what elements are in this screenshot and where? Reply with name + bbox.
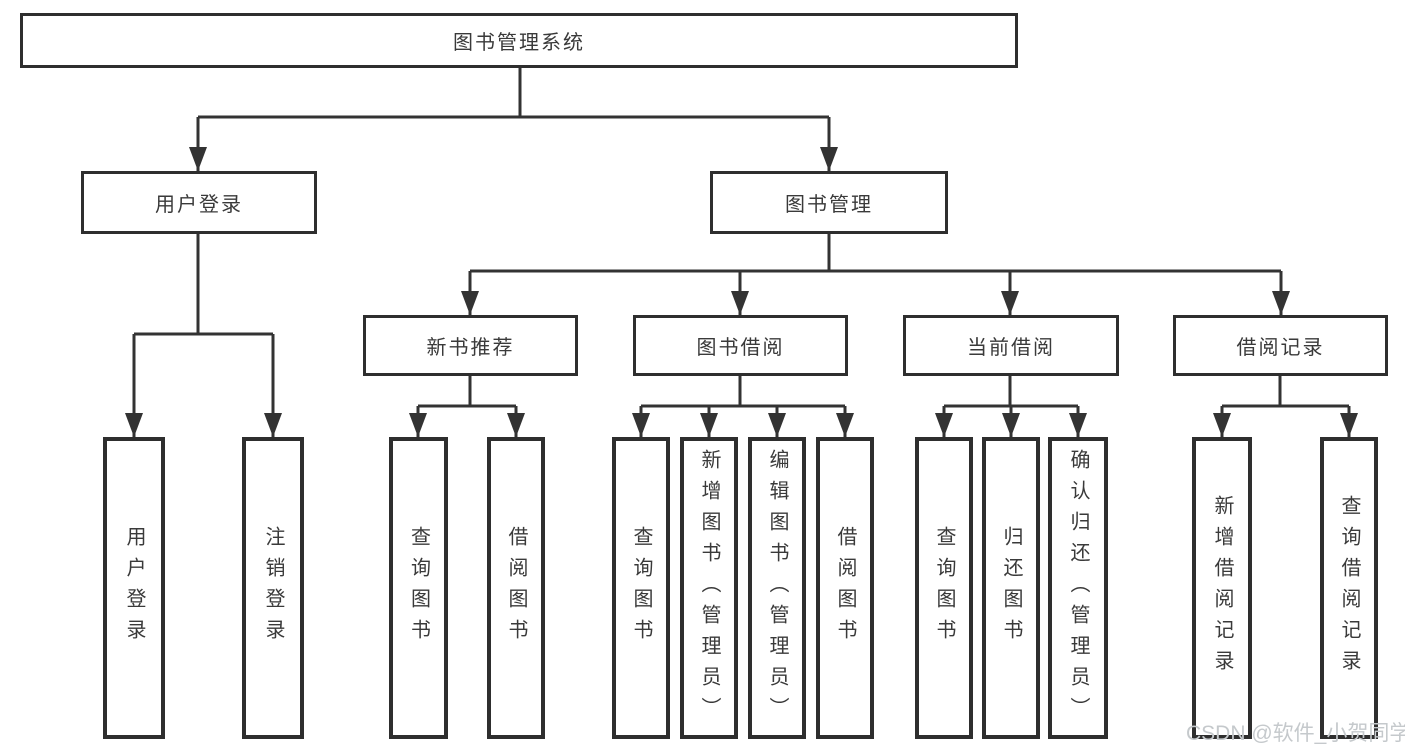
leaf-add-borrow-record-label: 新增借阅记录	[1211, 495, 1233, 681]
node-root-system-label: 图书管理系统	[453, 32, 585, 54]
leaf-edit-books-admin: 编辑图书（管理员）	[748, 437, 806, 739]
leaf-confirm-return-admin: 确认归还（管理员）	[1048, 437, 1108, 739]
leaf-query-borrow-record-label: 查询借阅记录	[1338, 495, 1360, 681]
leaf-recommend-query-books-label: 查询图书	[407, 526, 430, 650]
leaf-edit-books-admin-label: 编辑图书（管理员）	[766, 448, 788, 728]
node-book-management: 图书管理	[710, 171, 948, 234]
node-book-borrowing: 图书借阅	[633, 315, 848, 376]
leaf-query-borrow-record: 查询借阅记录	[1320, 437, 1378, 739]
leaf-recommend-borrow-books: 借阅图书	[487, 437, 545, 739]
node-book-management-label: 图书管理	[785, 194, 873, 216]
leaf-user-login-label: 用户登录	[123, 526, 145, 650]
connector-book-borrow-to-leaves	[632, 376, 854, 437]
leaf-logout: 注销登录	[242, 437, 304, 739]
leaf-borrowing-query-books: 查询图书	[612, 437, 670, 739]
node-user-login-label: 用户登录	[155, 194, 243, 216]
leaf-add-borrow-record: 新增借阅记录	[1192, 437, 1252, 739]
leaf-borrowing-query-books-label: 查询图书	[630, 526, 652, 650]
connector-book-mgmt-to-level3	[461, 234, 1290, 315]
leaf-recommend-borrow-books-label: 借阅图书	[505, 526, 527, 650]
leaf-add-books-admin: 新增图书（管理员）	[680, 437, 738, 739]
node-current-borrowing-label: 当前借阅	[967, 337, 1055, 359]
leaf-add-books-admin-label: 新增图书（管理员）	[698, 448, 720, 728]
leaf-user-login: 用户登录	[103, 437, 165, 739]
node-current-borrowing: 当前借阅	[903, 315, 1119, 376]
leaf-confirm-return-admin-label: 确认归还（管理员）	[1067, 448, 1089, 728]
node-root-system: 图书管理系统	[20, 13, 1018, 68]
connector-user-login-to-leaves	[125, 234, 282, 437]
leaf-return-books: 归还图书	[982, 437, 1040, 739]
connector-current-borrow-to-leaves	[935, 376, 1087, 437]
node-borrowing-records: 借阅记录	[1173, 315, 1388, 376]
node-new-book-recommendation: 新书推荐	[363, 315, 578, 376]
node-user-login: 用户登录	[81, 171, 317, 234]
connector-new-book-rec-to-leaves	[409, 376, 525, 437]
connector-borrow-records-to-leaves	[1213, 376, 1358, 437]
leaf-borrowing-borrow-books: 借阅图书	[816, 437, 874, 739]
csdn-watermark: CSDN @软件_小贺同学	[1186, 722, 1405, 745]
node-borrowing-records-label: 借阅记录	[1236, 337, 1325, 359]
node-new-book-recommendation-label: 新书推荐	[426, 337, 515, 359]
leaf-logout-label: 注销登录	[262, 526, 284, 650]
leaf-current-query-books-label: 查询图书	[933, 526, 955, 650]
connector-root-to-level2	[189, 68, 838, 171]
leaf-current-query-books: 查询图书	[915, 437, 973, 739]
node-book-borrowing-label: 图书借阅	[696, 337, 785, 359]
leaf-recommend-query-books: 查询图书	[389, 437, 448, 739]
leaf-borrowing-borrow-books-label: 借阅图书	[834, 526, 856, 650]
leaf-return-books-label: 归还图书	[1000, 526, 1022, 650]
